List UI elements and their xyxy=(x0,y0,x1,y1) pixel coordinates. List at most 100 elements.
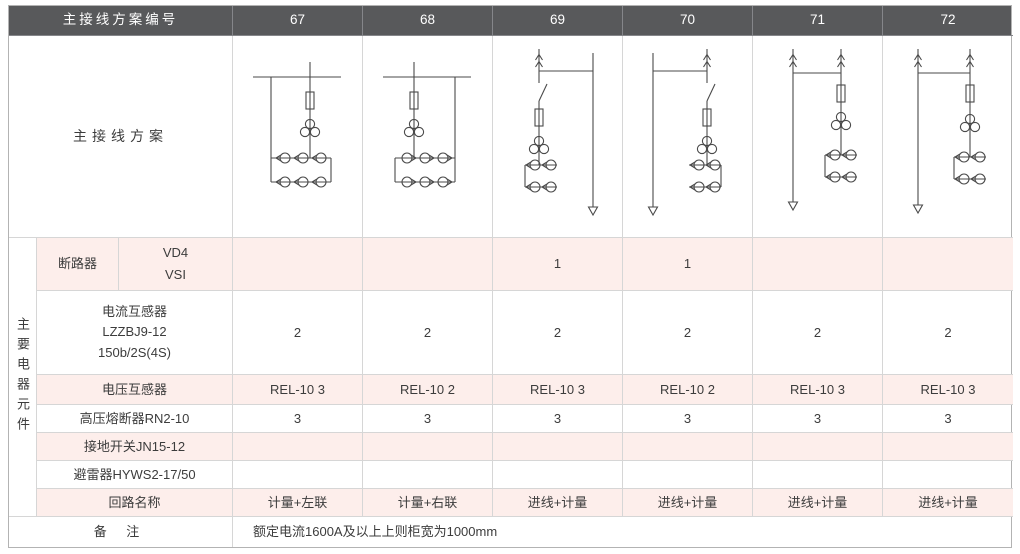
remark-row: 备 注 额定电流1600A及以上上则柜宽为1000mm xyxy=(9,517,1011,547)
fuse-symbol xyxy=(702,107,712,127)
circuit-name-70: 进线+计量 xyxy=(623,489,753,517)
header-col-69: 69 xyxy=(493,6,623,36)
es-qty-71 xyxy=(753,433,883,461)
vt-value-70: REL-10 2 xyxy=(623,375,753,405)
current-transformer-symbols xyxy=(953,150,986,185)
es-qty-72 xyxy=(883,433,1013,461)
switch-blade xyxy=(538,83,548,101)
circuit-name-72: 进线+计量 xyxy=(883,489,1013,517)
es-qty-70 xyxy=(623,433,753,461)
scheme-diagram-69-svg xyxy=(524,48,599,216)
earthing-switch-label: 接地开关JN15-12 xyxy=(37,433,233,461)
sa-qty-71 xyxy=(753,461,883,489)
header-col-71: 71 xyxy=(753,6,883,36)
drawout-arrows xyxy=(789,52,845,67)
scheme-diagram-69 xyxy=(493,36,623,238)
drawout-arrows xyxy=(535,52,543,67)
sa-qty-67 xyxy=(233,461,363,489)
breaker-qty-71 xyxy=(753,238,883,291)
es-qty-67 xyxy=(233,433,363,461)
header-row: 主接线方案编号 67 68 69 70 71 72 xyxy=(9,6,1013,36)
scheme-diagram-70-svg xyxy=(647,48,722,216)
ct-qty-72: 2 xyxy=(883,291,1013,375)
circuit-name-68: 计量+右联 xyxy=(363,489,493,517)
diagram-row: 主接线方案 xyxy=(9,36,1013,238)
current-transformer-symbols xyxy=(688,158,721,193)
row-surge-arrester: 避雷器HYWS2-17/50 xyxy=(37,461,1013,489)
breaker-models: VD4 VSI xyxy=(119,238,233,291)
vt-value-71: REL-10 3 xyxy=(753,375,883,405)
voltage-transformer-winding-symbol xyxy=(403,118,425,137)
scheme-diagram-68 xyxy=(363,36,493,238)
main-scheme-spec-sheet: 主接线方案编号 67 68 69 70 71 72 主接线方案 xyxy=(8,5,1013,548)
row-circuit-name: 回路名称 计量+左联 计量+右联 进线+计量 进线+计量 进线+计量 进线+计量 xyxy=(37,489,1013,517)
component-group-label: 主要电器元件 xyxy=(9,238,37,517)
vt-value-72: REL-10 3 xyxy=(883,375,1013,405)
ct-qty-71: 2 xyxy=(753,291,883,375)
breaker-qty-67 xyxy=(233,238,363,291)
switch-blade xyxy=(706,83,716,101)
circuit-name-71: 进线+计量 xyxy=(753,489,883,517)
vt-value-68: REL-10 2 xyxy=(363,375,493,405)
scheme-diagram-72 xyxy=(883,36,1013,238)
header-col-68: 68 xyxy=(363,6,493,36)
scheme-diagram-68-svg xyxy=(383,61,471,188)
header-scheme-number-label: 主接线方案编号 xyxy=(9,6,233,36)
current-transformer-symbols xyxy=(274,151,327,188)
scheme-diagram-71-svg xyxy=(787,48,857,211)
ct-qty-69: 2 xyxy=(493,291,623,375)
drawout-arrows xyxy=(913,52,974,67)
fuse-symbol xyxy=(964,83,975,103)
scheme-diagram-67 xyxy=(233,36,363,238)
row-earthing-switch: 接地开关JN15-12 xyxy=(37,433,1013,461)
vt-value-69: REL-10 3 xyxy=(493,375,623,405)
remark-label: 备 注 xyxy=(9,517,233,547)
fuse-qty-68: 3 xyxy=(363,405,493,433)
voltage-transformer-winding-symbol xyxy=(830,111,852,130)
breaker-qty-69: 1 xyxy=(493,238,623,291)
fuse-qty-70: 3 xyxy=(623,405,753,433)
cable-terminal-symbol xyxy=(647,205,659,216)
cable-terminal-symbol xyxy=(912,203,923,214)
diagram-row-label: 主接线方案 xyxy=(9,36,233,238)
fuse-symbol xyxy=(836,83,846,103)
ct-qty-67: 2 xyxy=(233,291,363,375)
hv-fuse-label: 高压熔断器RN2-10 xyxy=(37,405,233,433)
row-hv-fuse: 高压熔断器RN2-10 3 3 3 3 3 3 xyxy=(37,405,1013,433)
header-col-72: 72 xyxy=(883,6,1013,36)
voltage-transformer-winding-symbol xyxy=(959,113,980,132)
breaker-qty-68 xyxy=(363,238,493,291)
sa-qty-70 xyxy=(623,461,753,489)
fuse-symbol xyxy=(534,107,544,127)
fuse-qty-71: 3 xyxy=(753,405,883,433)
row-circuit-breaker: 断路器 VD4 VSI 1 1 xyxy=(37,238,1013,291)
voltage-transformer-winding-symbol xyxy=(299,118,321,137)
current-transformer-symbols xyxy=(401,151,454,188)
circuit-name-label: 回路名称 xyxy=(37,489,233,517)
es-qty-68 xyxy=(363,433,493,461)
voltage-transformer-winding-symbol xyxy=(528,135,550,154)
breaker-qty-72 xyxy=(883,238,1013,291)
sa-qty-68 xyxy=(363,461,493,489)
scheme-diagram-72-svg xyxy=(912,48,986,214)
surge-arrester-label: 避雷器HYWS2-17/50 xyxy=(37,461,233,489)
ct-qty-68: 2 xyxy=(363,291,493,375)
current-transformer-symbols xyxy=(524,158,557,193)
fuse-qty-69: 3 xyxy=(493,405,623,433)
scheme-diagram-71 xyxy=(753,36,883,238)
current-transformer-label: 电流互感器 LZZBJ9-12 150b/2S(4S) xyxy=(37,291,233,375)
fuse-symbol xyxy=(305,90,315,110)
scheme-diagram-67-svg xyxy=(253,61,341,188)
cable-terminal-symbol xyxy=(787,200,799,211)
drawout-arrows xyxy=(703,52,711,67)
breaker-model-vd4: VD4 xyxy=(162,244,189,260)
breaker-qty-70: 1 xyxy=(623,238,753,291)
voltage-transformer-winding-symbol xyxy=(696,135,718,154)
vt-value-67: REL-10 3 xyxy=(233,375,363,405)
row-current-transformer: 电流互感器 LZZBJ9-12 150b/2S(4S) 2 2 2 2 2 2 xyxy=(37,291,1013,375)
sa-qty-72 xyxy=(883,461,1013,489)
components-block: 主要电器元件 断路器 VD4 VSI 1 1 xyxy=(9,238,1013,517)
breaker-model-vsi: VSI xyxy=(165,267,186,282)
remark-text: 额定电流1600A及以上上则柜宽为1000mm xyxy=(253,524,498,540)
header-col-70: 70 xyxy=(623,6,753,36)
